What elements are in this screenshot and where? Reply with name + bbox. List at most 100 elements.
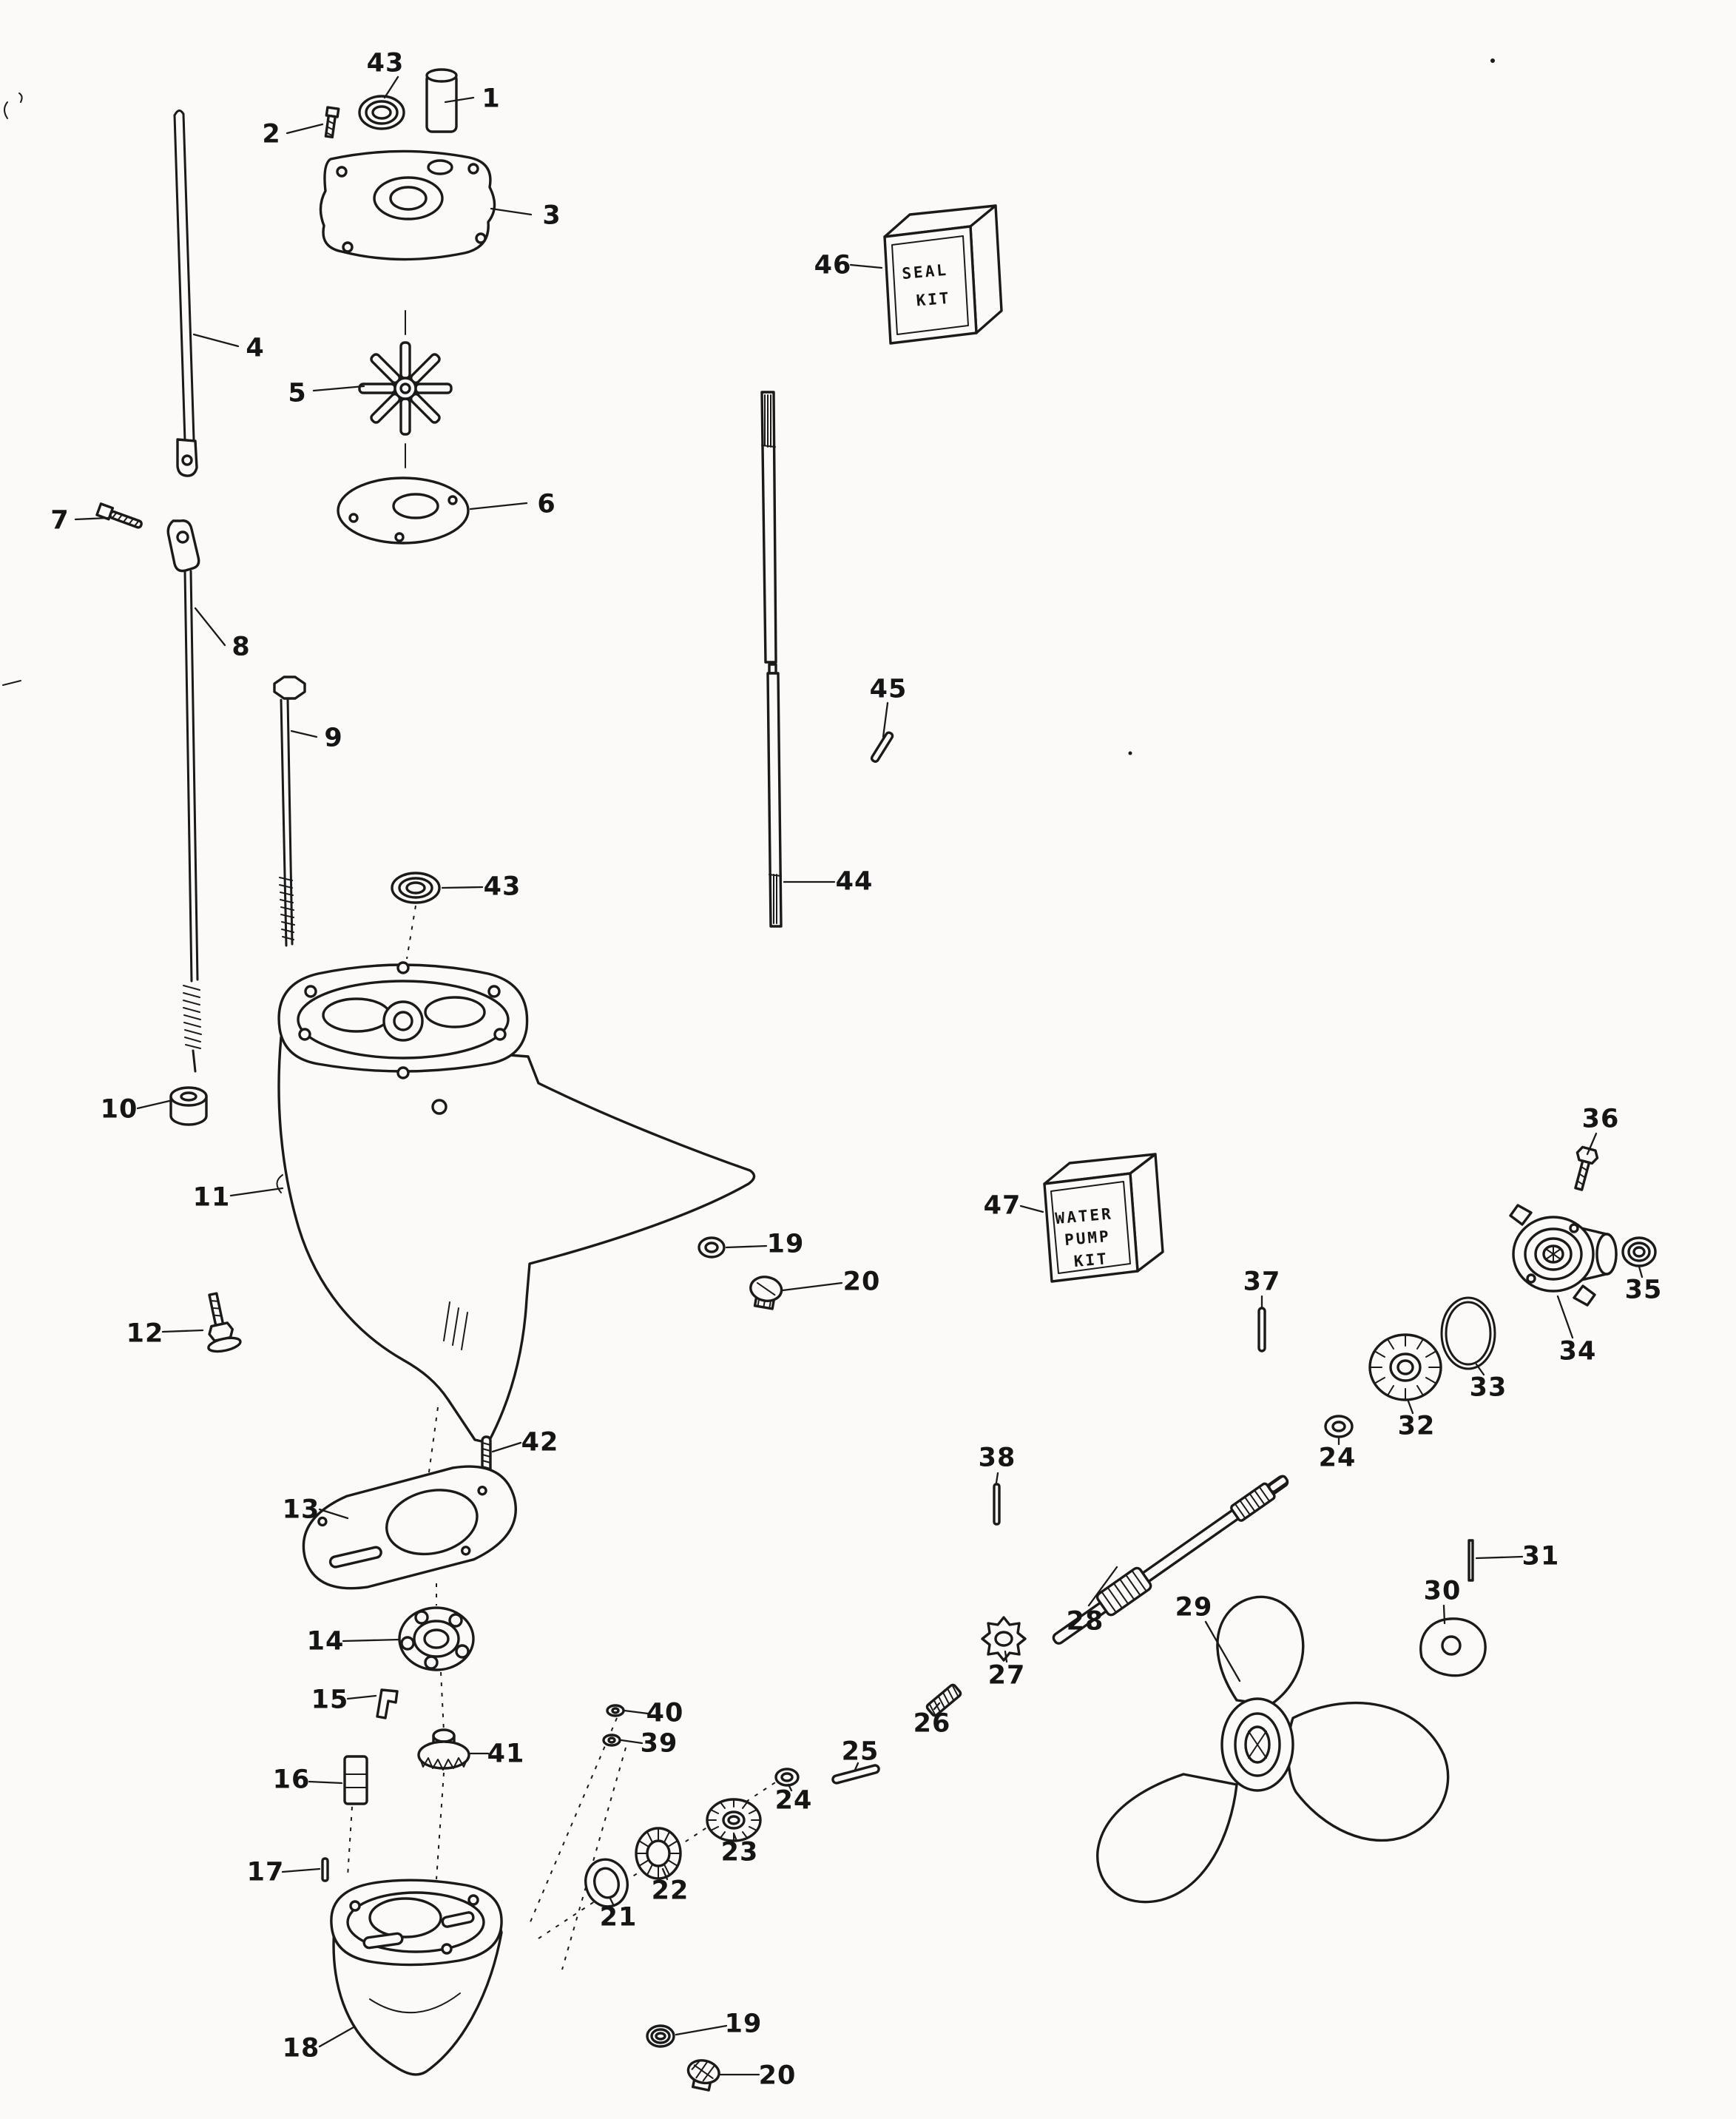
callout-10: 10 <box>100 1094 138 1125</box>
callout-12: 12 <box>126 1318 164 1349</box>
part-40-washer <box>606 1704 625 1717</box>
part-1-bushing <box>425 68 458 133</box>
part-10-grommet <box>169 1086 208 1126</box>
part-38-pin <box>993 1483 1001 1526</box>
callout-4: 4 <box>246 333 265 363</box>
part-14-ball-bearing <box>398 1606 475 1671</box>
callout-44: 44 <box>835 866 874 897</box>
callout-22: 22 <box>651 1876 689 1906</box>
scan-artifacts <box>2 58 1495 755</box>
part-17-pin <box>321 1857 329 1882</box>
callout-2: 2 <box>262 119 281 149</box>
part-15-clip <box>376 1688 399 1719</box>
part-34-bearing-carrier <box>1509 1204 1618 1307</box>
part-47-water-pump-kit-box: WATER PUMP KIT <box>1043 1153 1164 1283</box>
callout-6: 6 <box>537 489 556 519</box>
part-24-washer-right <box>1324 1415 1354 1438</box>
part-27-clutch-dog <box>981 1616 1027 1662</box>
part-19-washer-upper <box>698 1236 726 1259</box>
part-2-screw <box>324 106 340 139</box>
part-45-pin <box>870 731 894 763</box>
callout-37: 37 <box>1243 1267 1281 1297</box>
part-22-roller-bearing <box>635 1827 682 1880</box>
callout-23: 23 <box>720 1837 759 1867</box>
water-pump-kit-text-line3: KIT <box>1073 1250 1110 1270</box>
part-30-retainer <box>1419 1617 1487 1677</box>
callout-34: 34 <box>1558 1336 1597 1367</box>
part-29-propeller <box>1096 1595 1450 1904</box>
part-6-pump-base-plate <box>337 476 470 545</box>
part-44-driveshaft <box>760 391 783 928</box>
callout-11: 11 <box>192 1182 231 1213</box>
callout-31: 31 <box>1521 1541 1560 1571</box>
part-20-screw-bottom <box>686 2059 720 2092</box>
callout-35: 35 <box>1624 1275 1663 1305</box>
callout-27: 27 <box>987 1660 1026 1691</box>
callout-46: 46 <box>814 250 852 280</box>
part-42-spring <box>481 1435 492 1475</box>
callout-14: 14 <box>306 1626 345 1657</box>
callout-36: 36 <box>1581 1104 1620 1134</box>
part-9-bolt <box>273 676 306 947</box>
callout-30: 30 <box>1423 1576 1462 1606</box>
part-21-washer <box>584 1858 629 1908</box>
callout-24: 24 <box>1318 1443 1357 1473</box>
callout-19-2: 19 <box>724 2009 763 2039</box>
part-31-pin <box>1468 1539 1474 1582</box>
part-28-prop-shaft <box>1052 1475 1289 1645</box>
callout-8: 8 <box>232 632 251 662</box>
part-43-seal-lower <box>391 872 441 904</box>
callout-26: 26 <box>913 1708 951 1739</box>
part-39-washer <box>602 1734 621 1747</box>
part-18-lower-housing <box>330 1879 503 2076</box>
part-25-pin <box>831 1764 880 1785</box>
part-7-screw <box>95 502 143 529</box>
water-pump-kit-text-line2: PUMP <box>1064 1227 1111 1249</box>
part-24-washer-lower <box>774 1768 800 1787</box>
callout-17: 17 <box>246 1857 285 1887</box>
callout-9: 9 <box>324 723 343 753</box>
callout-5: 5 <box>288 378 307 408</box>
callout-25: 25 <box>841 1736 879 1767</box>
part-13-gasket-plate <box>302 1465 517 1590</box>
part-12-screw <box>207 1292 242 1353</box>
callout-leader-lines <box>74 75 1644 2076</box>
callout-40: 40 <box>646 1698 684 1728</box>
part-23-bevel-gear <box>706 1798 762 1842</box>
callout-43-2: 43 <box>483 872 521 902</box>
part-35-seal <box>1621 1236 1657 1267</box>
part-4-shift-rod <box>173 110 198 477</box>
callout-33: 33 <box>1469 1372 1507 1403</box>
callout-20: 20 <box>842 1267 881 1297</box>
part-19-washer-bottom <box>646 2024 675 2048</box>
callout-43: 43 <box>366 48 405 78</box>
callout-7: 7 <box>50 505 70 536</box>
callout-20-2: 20 <box>758 2061 797 2091</box>
callout-42: 42 <box>521 1427 559 1458</box>
callout-38: 38 <box>978 1443 1016 1473</box>
callout-15: 15 <box>311 1685 349 1715</box>
part-33-o-ring <box>1440 1296 1496 1370</box>
callout-21: 21 <box>599 1902 638 1933</box>
callout-1: 1 <box>482 84 501 114</box>
callout-28: 28 <box>1066 1606 1104 1637</box>
part-37-pin <box>1257 1307 1266 1352</box>
callout-19: 19 <box>766 1229 805 1259</box>
seal-kit-text-line1: SEAL <box>901 261 948 283</box>
part-36-screw <box>1574 1145 1599 1191</box>
callout-18: 18 <box>282 2033 320 2064</box>
callout-41: 41 <box>487 1739 525 1769</box>
part-20-screw-upper <box>749 1276 783 1310</box>
callout-24-2: 24 <box>774 1785 813 1816</box>
part-46-seal-kit-box: SEAL KIT <box>883 204 1003 345</box>
part-8-rod-link <box>166 519 202 1073</box>
callout-13: 13 <box>282 1495 320 1525</box>
callout-39: 39 <box>640 1728 678 1759</box>
part-32-gear <box>1368 1333 1442 1401</box>
callout-16: 16 <box>272 1765 311 1795</box>
callout-32: 32 <box>1397 1411 1436 1441</box>
callout-3: 3 <box>542 201 561 231</box>
part-11-gearcase-housing <box>276 961 756 1444</box>
